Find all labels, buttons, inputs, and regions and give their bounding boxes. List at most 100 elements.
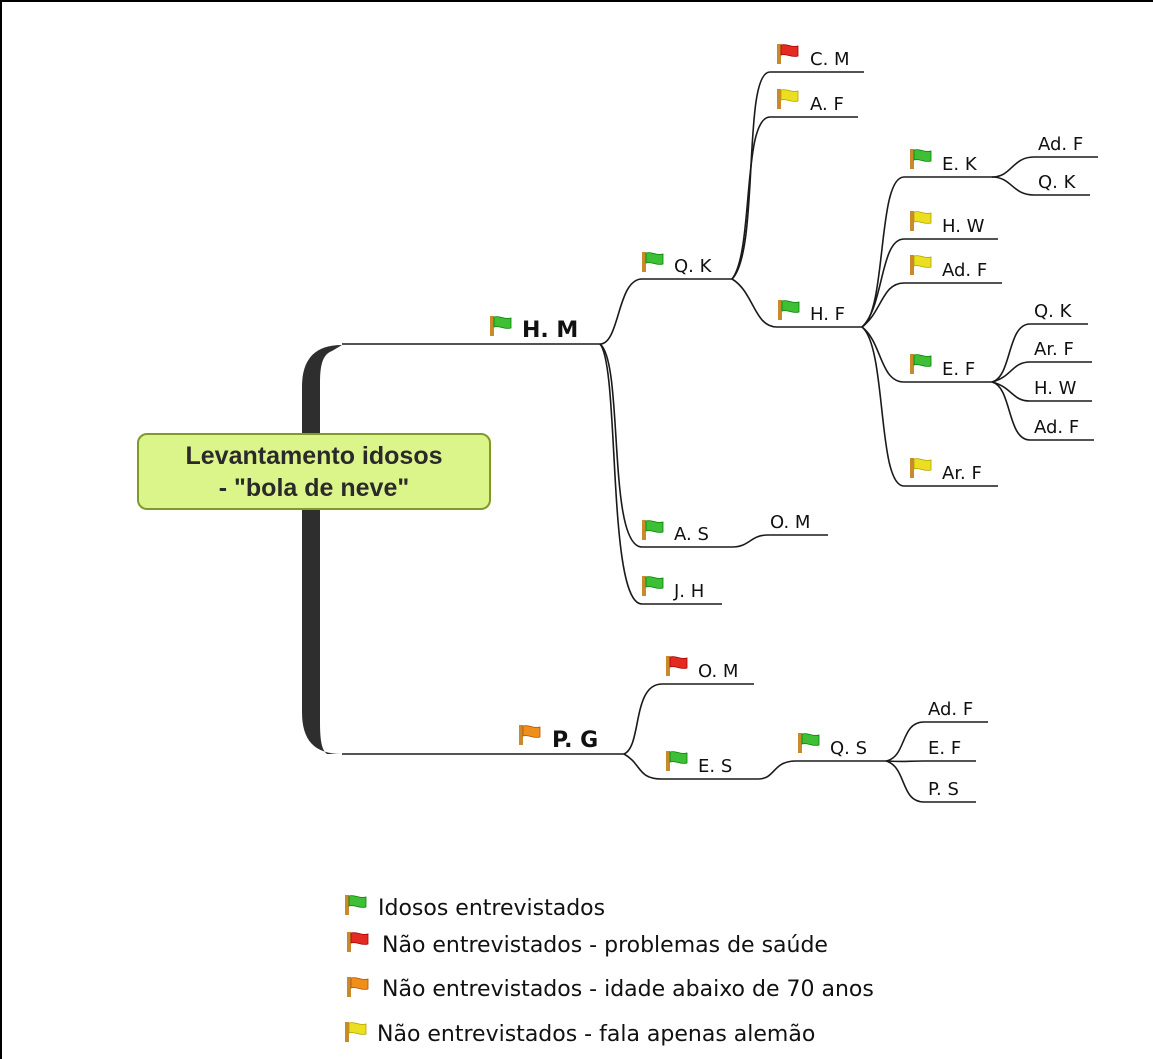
root-title-line-2: - "bola de neve" bbox=[219, 474, 409, 502]
yellow-flag-icon bbox=[345, 1022, 367, 1042]
node-label-ek-qk: Q. K bbox=[1038, 172, 1077, 193]
edge-ek-adf bbox=[991, 156, 1035, 178]
node-ef-hw[interactable]: H. W bbox=[1034, 378, 1077, 399]
green-flag-icon bbox=[642, 576, 664, 596]
green-flag-icon bbox=[642, 520, 664, 540]
root-title-line-1: Levantamento idosos bbox=[186, 442, 443, 470]
green-flag-icon bbox=[666, 751, 688, 771]
node-label-pg: P. G bbox=[552, 728, 598, 753]
node-jh[interactable]: J. H bbox=[642, 576, 704, 602]
node-label-adf: Ad. F bbox=[942, 260, 987, 281]
node-label-as-om: O. M bbox=[770, 512, 810, 533]
green-flag-icon bbox=[910, 149, 932, 169]
legend-item: Não entrevistados - problemas de saúde bbox=[347, 932, 828, 958]
edge-qk-hf bbox=[731, 278, 778, 328]
legend-item: Idosos entrevistados bbox=[345, 895, 605, 921]
node-af[interactable]: A. F bbox=[777, 89, 844, 115]
node-hm[interactable]: H. M bbox=[490, 316, 578, 343]
yellow-flag-icon bbox=[910, 255, 932, 275]
edge-ek-qk bbox=[991, 176, 1035, 196]
yellow-flag-icon bbox=[777, 89, 799, 109]
legend-label: Idosos entrevistados bbox=[378, 896, 605, 921]
node-ef-qk[interactable]: Q. K bbox=[1034, 301, 1073, 322]
edge-qs-adf bbox=[885, 721, 925, 762]
node-label-es: E. S bbox=[698, 756, 732, 777]
edge-hm-qk bbox=[599, 278, 643, 345]
green-flag-icon bbox=[490, 316, 512, 336]
node-label-qs-ef: E. F bbox=[928, 738, 961, 759]
legend: Idosos entrevistados Não entrevistados -… bbox=[345, 895, 874, 1047]
node-hf[interactable]: H. F bbox=[778, 300, 845, 325]
node-ek-qk[interactable]: Q. K bbox=[1038, 172, 1077, 193]
green-flag-icon bbox=[798, 733, 820, 753]
node-om[interactable]: O. M bbox=[666, 656, 738, 682]
node-label-af: A. F bbox=[810, 94, 844, 115]
node-qs-ef[interactable]: E. F bbox=[928, 738, 961, 759]
node-ef-adf[interactable]: Ad. F bbox=[1034, 417, 1079, 438]
node-label-as: A. S bbox=[674, 524, 709, 545]
node-cm[interactable]: C. M bbox=[777, 44, 850, 70]
edge-hm-jh bbox=[599, 343, 643, 605]
node-qs-adf[interactable]: Ad. F bbox=[928, 699, 973, 720]
red-flag-icon bbox=[777, 44, 799, 64]
green-flag-icon bbox=[642, 252, 664, 272]
node-label-om: O. M bbox=[698, 661, 738, 682]
node-ef[interactable]: E. F bbox=[910, 354, 975, 380]
node-es[interactable]: E. S bbox=[666, 751, 732, 777]
node-ek-adf[interactable]: Ad. F bbox=[1038, 134, 1083, 155]
red-flag-icon bbox=[347, 932, 369, 952]
node-label-qk: Q. K bbox=[674, 256, 713, 277]
node-label-arf: Ar. F bbox=[942, 463, 982, 484]
edge-hf-ek bbox=[861, 176, 905, 328]
node-label-cm: C. M bbox=[810, 49, 850, 70]
node-label-qs-adf: Ad. F bbox=[928, 699, 973, 720]
node-label-ef-hw: H. W bbox=[1034, 378, 1077, 399]
legend-item: Não entrevistados - fala apenas alemão bbox=[345, 1022, 815, 1047]
red-flag-icon bbox=[666, 656, 688, 676]
node-label-ek-adf: Ad. F bbox=[1038, 134, 1083, 155]
edge-hf-arf bbox=[861, 326, 905, 487]
green-flag-icon bbox=[345, 895, 367, 915]
orange-flag-icon bbox=[347, 977, 369, 997]
node-label-ef-qk: Q. K bbox=[1034, 301, 1073, 322]
edge-as-om bbox=[731, 534, 769, 548]
node-label-ef-adf: Ad. F bbox=[1034, 417, 1079, 438]
legend-label: Não entrevistados - idade abaixo de 70 a… bbox=[382, 977, 874, 1002]
node-as[interactable]: A. S bbox=[642, 520, 709, 545]
node-adf[interactable]: Ad. F bbox=[910, 255, 987, 281]
green-flag-icon bbox=[910, 354, 932, 374]
edge-ef-qk bbox=[991, 323, 1031, 383]
edge-pg-om bbox=[623, 683, 663, 755]
node-label-jh: J. H bbox=[673, 581, 704, 602]
legend-label: Não entrevistados - problemas de saúde bbox=[382, 933, 828, 958]
node-qk[interactable]: Q. K bbox=[642, 252, 713, 277]
node-label-hf: H. F bbox=[810, 304, 845, 325]
node-qs-ps[interactable]: P. S bbox=[928, 779, 959, 800]
node-pg[interactable]: P. G bbox=[519, 725, 598, 753]
node-label-hm: H. M bbox=[522, 318, 578, 343]
edge-ef-adf bbox=[991, 381, 1031, 441]
edge-hf-adf bbox=[861, 282, 905, 328]
node-qs[interactable]: Q. S bbox=[798, 733, 867, 759]
edge-hf-hw bbox=[861, 238, 905, 328]
legend-item: Não entrevistados - idade abaixo de 70 a… bbox=[347, 977, 874, 1002]
node-label-ek: E. K bbox=[942, 154, 978, 175]
root-node[interactable]: Levantamento idosos - "bola de neve" bbox=[137, 433, 491, 510]
yellow-flag-icon bbox=[910, 211, 932, 231]
node-arf[interactable]: Ar. F bbox=[910, 458, 982, 484]
legend-label: Não entrevistados - fala apenas alemão bbox=[377, 1022, 815, 1047]
main-trunk-connector bbox=[302, 345, 342, 754]
orange-flag-icon bbox=[519, 725, 541, 745]
edge-hf-ef bbox=[861, 326, 905, 383]
edge-pg-es bbox=[623, 753, 663, 780]
node-label-qs: Q. S bbox=[830, 738, 867, 759]
yellow-flag-icon bbox=[910, 458, 932, 478]
node-hw[interactable]: H. W bbox=[910, 211, 985, 237]
edge-hm-as bbox=[599, 343, 643, 548]
node-ef-arf[interactable]: Ar. F bbox=[1034, 339, 1074, 360]
node-ek[interactable]: E. K bbox=[910, 149, 978, 175]
green-flag-icon bbox=[778, 300, 800, 320]
node-as-om[interactable]: O. M bbox=[770, 512, 810, 533]
edge-qk-cm bbox=[731, 71, 771, 280]
